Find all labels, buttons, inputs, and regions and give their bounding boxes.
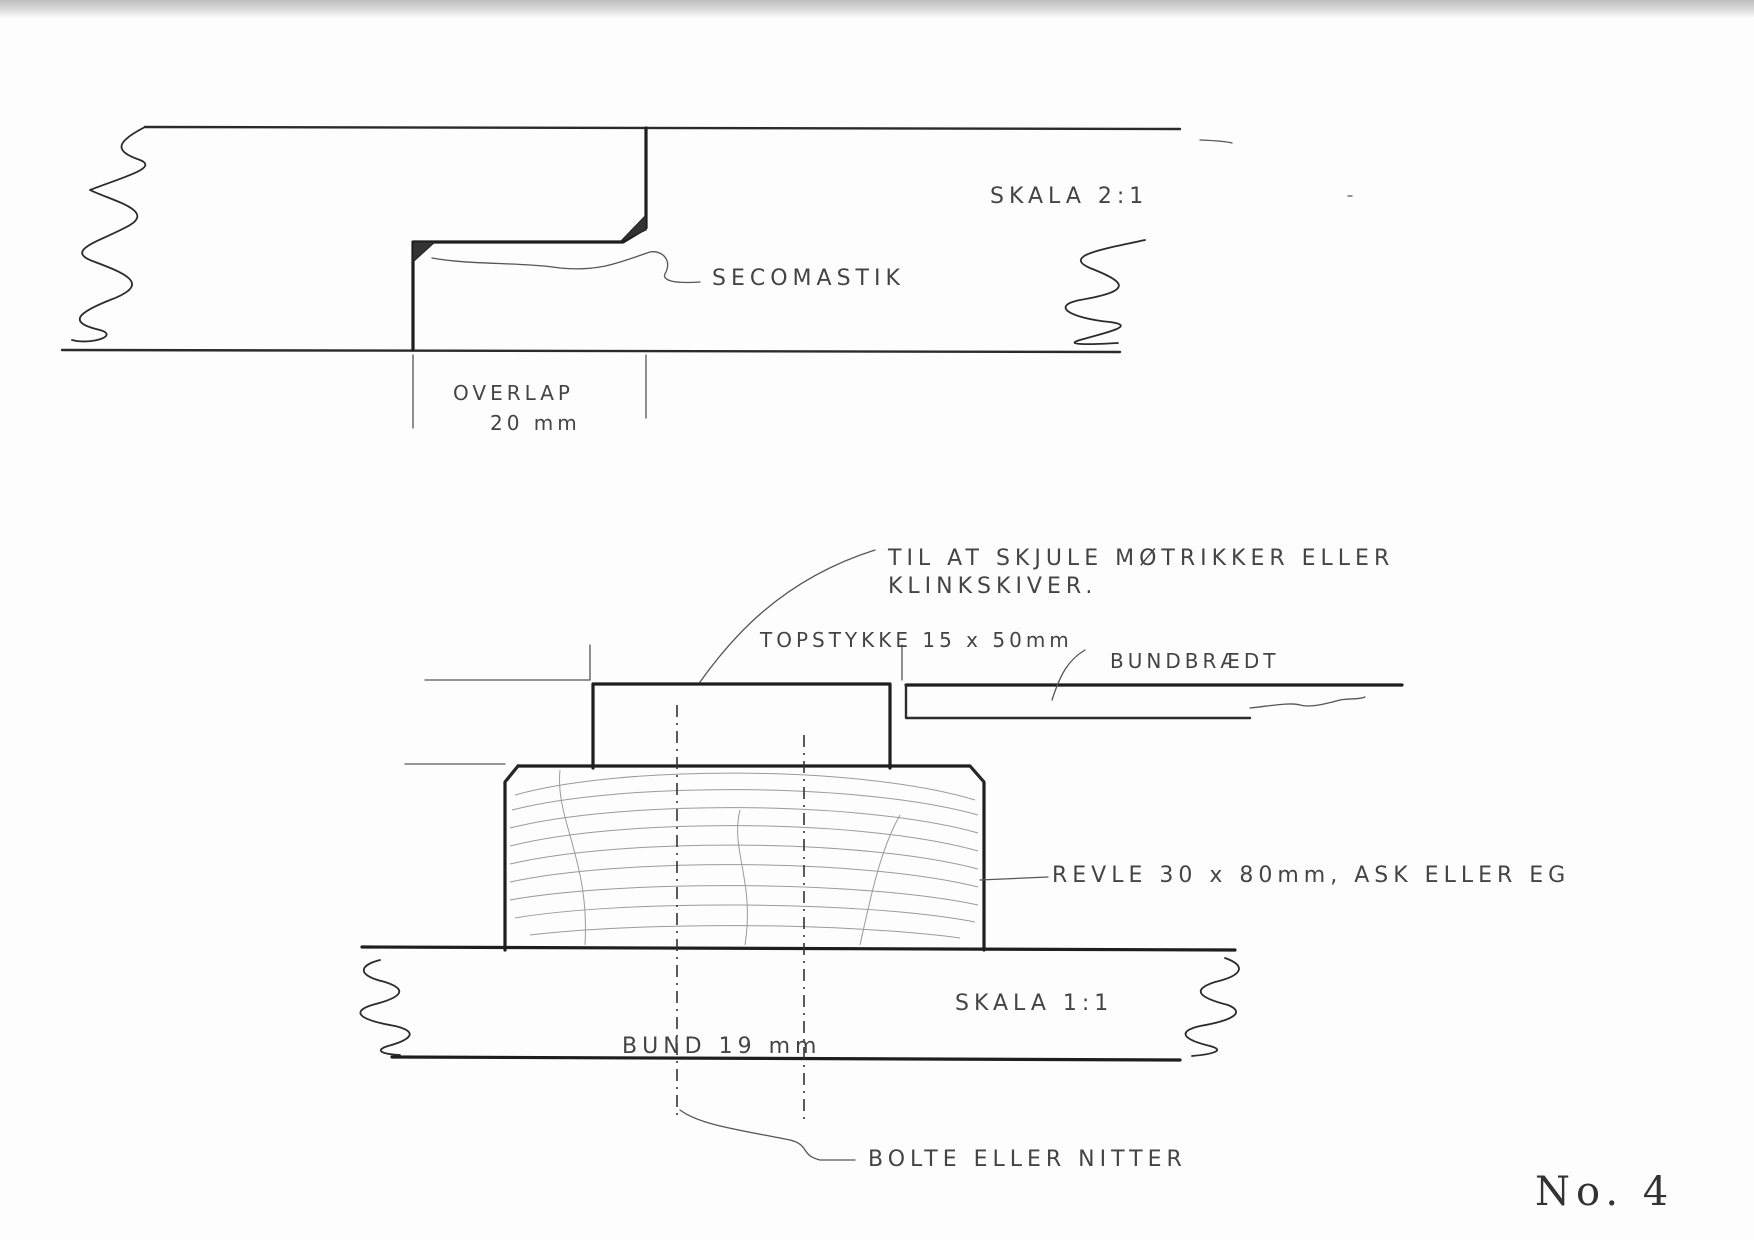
- sealant-bead-lower: [412, 241, 437, 264]
- bottom-board-break: [1249, 696, 1366, 709]
- base-top-edge: [360, 945, 1237, 952]
- lap-joint-drawing: SKALA 2:1 SECOMASTIK OVERLAP 20 mm: [60, 125, 1353, 435]
- sealant-bead-upper: [619, 213, 647, 243]
- cleat-section-drawing: TIL AT SKJULE MØTRIKKER ELLER KLINKSKIVE…: [359, 546, 1570, 1172]
- cleat-label: REVLE 30 x 80mm, ASK ELLER EG: [1052, 863, 1570, 888]
- top-piece: [591, 682, 892, 770]
- lower-board-bottom-edge: [60, 348, 1122, 354]
- cleat-left: [503, 764, 520, 952]
- sealant-leader: [431, 251, 701, 284]
- sheet-number: No. 4: [1535, 1169, 1674, 1215]
- overlap-value-label: 20 mm: [490, 411, 581, 435]
- top-piece-label: TOPSTYKKE 15 x 50mm: [759, 628, 1073, 652]
- break-tick: [1199, 139, 1233, 144]
- bolts-label: BOLTE ELLER NITTER: [868, 1147, 1187, 1172]
- base-bottom-edge: [390, 1055, 1182, 1062]
- base-right-break: [1184, 957, 1240, 1057]
- bottom-board-label: BUNDBRÆDT: [1110, 649, 1279, 673]
- note-label-line2: KLINKSKIVER.: [888, 574, 1097, 599]
- note-leader: [699, 549, 876, 683]
- cleat-leader: [979, 876, 1049, 881]
- note-label-line1: TIL AT SKJULE MØTRIKKER ELLER: [887, 546, 1394, 571]
- right-break-line: [1064, 239, 1146, 346]
- bottom-board-leader: [1051, 649, 1086, 701]
- overlap-label: OVERLAP: [453, 381, 574, 405]
- base-label: BUND 19 mm: [622, 1034, 821, 1059]
- scale-2-1-label: SKALA 2:1: [990, 184, 1148, 209]
- cleat-top-right: [516, 764, 986, 952]
- lap-joint-step: [411, 126, 648, 352]
- bottom-board-outline: [904, 683, 1252, 720]
- sealant-label: SECOMASTIK: [712, 266, 905, 291]
- bolts-leader: [679, 1109, 856, 1161]
- left-break-line: [71, 126, 147, 343]
- upper-board-top-edge: [143, 125, 1182, 131]
- scale-1-1-label: SKALA 1:1: [955, 991, 1113, 1016]
- base-left-break: [359, 959, 411, 1056]
- scan-edge: [0, 0, 1754, 18]
- cleat-wood-grain: [509, 769, 979, 946]
- cleat-chamfers: [504, 765, 985, 783]
